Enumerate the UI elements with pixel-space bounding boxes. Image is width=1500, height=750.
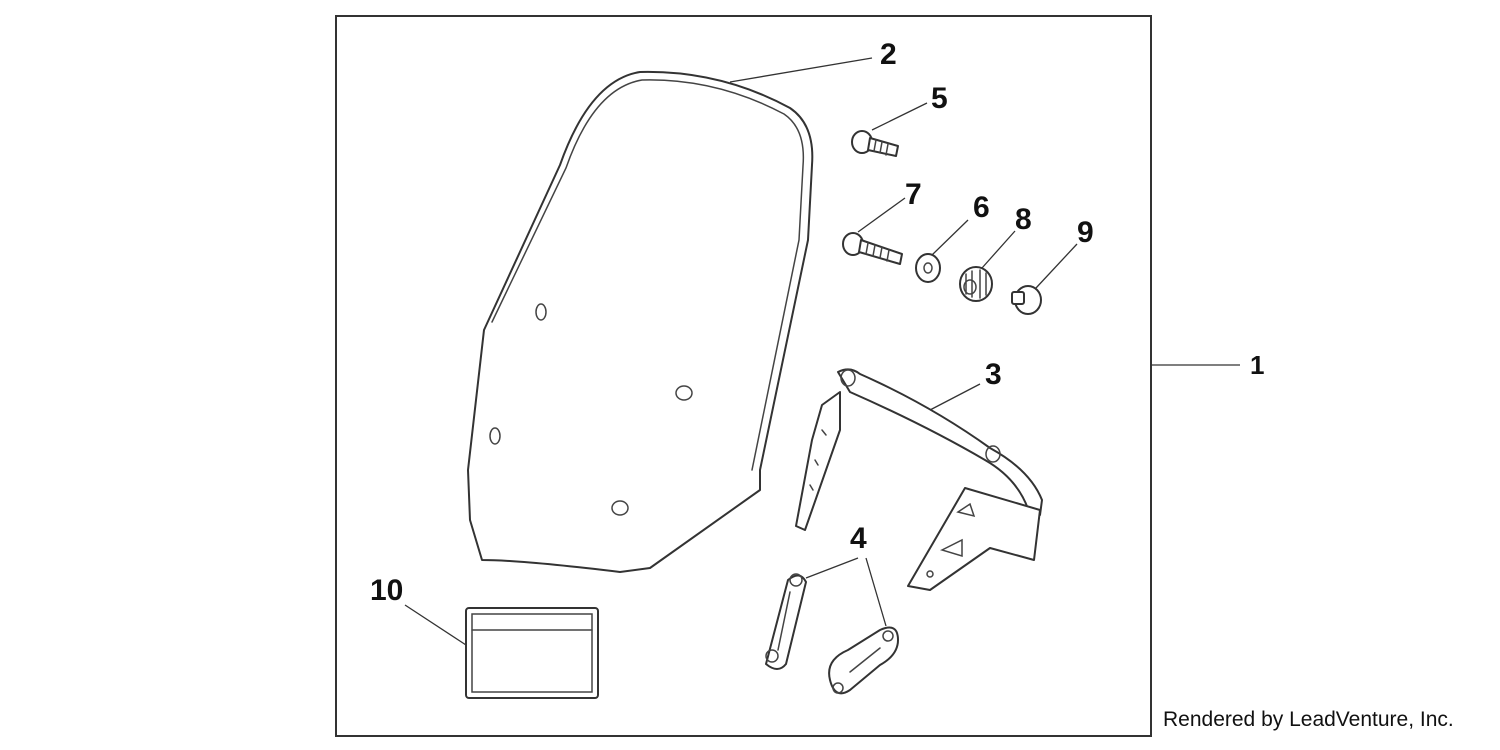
grommet-8-leader [981, 230, 1016, 269]
grommet-8[interactable] [959, 266, 993, 302]
callout-3[interactable]: 3 [985, 358, 1002, 391]
callout-1[interactable]: 1 [1250, 350, 1264, 380]
callout-8[interactable]: 8 [1015, 203, 1032, 236]
collar-4-leader-b [865, 557, 887, 627]
screw-9[interactable] [1011, 285, 1042, 315]
callout-10[interactable]: 10 [370, 574, 403, 607]
screw-7-leader [857, 197, 906, 233]
callout-4[interactable]: 4 [850, 522, 867, 555]
callout-2[interactable]: 2 [880, 38, 897, 71]
stay-3-leader [929, 383, 981, 411]
instruction-manual-10[interactable] [465, 607, 599, 699]
washer-6-leader [931, 219, 969, 256]
stay-bracket-3[interactable] [795, 368, 1043, 591]
windscreen-leader [729, 57, 873, 83]
kit-frame [335, 15, 1152, 737]
screw-5-leader [871, 102, 928, 131]
windscreen[interactable] [467, 70, 814, 573]
callout-6[interactable]: 6 [973, 191, 990, 224]
collar-4-leader-a [805, 557, 859, 579]
manual-10-leader [404, 604, 467, 646]
screw-7[interactable] [842, 232, 903, 265]
callout-7[interactable]: 7 [905, 178, 922, 211]
callout-5[interactable]: 5 [931, 82, 948, 115]
collar-plates-4[interactable] [765, 573, 899, 695]
screw-9-leader [1035, 243, 1078, 289]
washer-6[interactable] [915, 253, 941, 283]
screw-5[interactable] [851, 130, 899, 157]
callout-9[interactable]: 9 [1077, 216, 1094, 249]
credit-text: Rendered by LeadVenture, Inc. [1163, 708, 1454, 731]
